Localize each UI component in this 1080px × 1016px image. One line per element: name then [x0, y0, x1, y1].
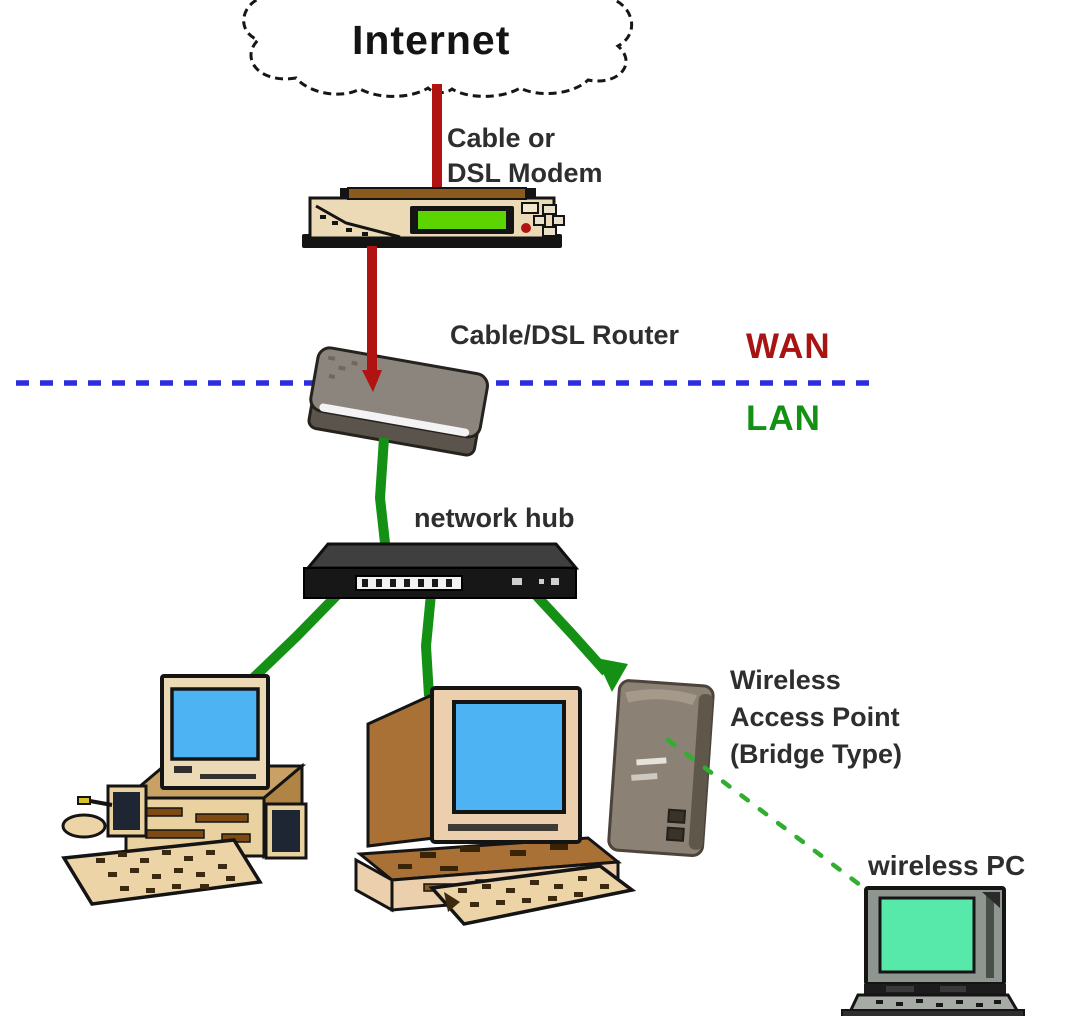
router-label: Cable/DSL Router: [450, 320, 680, 350]
internet-cloud: [242, 0, 634, 98]
lan-link-hub-pc1: [243, 588, 344, 688]
lan-zone-label: LAN: [746, 399, 821, 438]
router-device: [307, 346, 489, 457]
pc1-screen: [170, 687, 260, 761]
pc2-screen: [452, 700, 566, 814]
access-point-label-line2: Access Point: [730, 702, 900, 732]
laptop-screen: [878, 896, 976, 974]
lan-link-hub-wap: [529, 588, 628, 692]
modem-label: Cable or DSL Modem: [447, 121, 603, 191]
lan-link-router-hub: [375, 437, 391, 553]
wireless-pc-label: wireless PC: [868, 850, 1026, 881]
wireless-access-point-device: [607, 679, 715, 857]
modem-label-line2: DSL Modem: [447, 158, 603, 188]
modem-label-line1: Cable or: [447, 123, 556, 153]
modem-lcd: [418, 211, 506, 229]
desktop-pc-left: [61, 674, 308, 906]
wireless-link-dashed: [665, 737, 867, 891]
access-point-label-line3: (Bridge Type): [730, 739, 903, 769]
internet-label: Internet: [352, 17, 511, 63]
access-point-label-line1: Wireless: [730, 665, 841, 695]
wireless-pc-device: [841, 886, 1025, 1016]
wan-link-modem-router: [362, 246, 382, 392]
wan-zone-label: WAN: [746, 327, 831, 366]
hub-label: network hub: [414, 503, 575, 533]
hub-device: [303, 542, 580, 599]
modem-device: [302, 187, 565, 248]
desktop-pc-center: [354, 686, 637, 926]
access-point-label: Wireless Access Point (Bridge Type): [730, 662, 902, 773]
lan-link-hub-pc2: [421, 593, 436, 697]
